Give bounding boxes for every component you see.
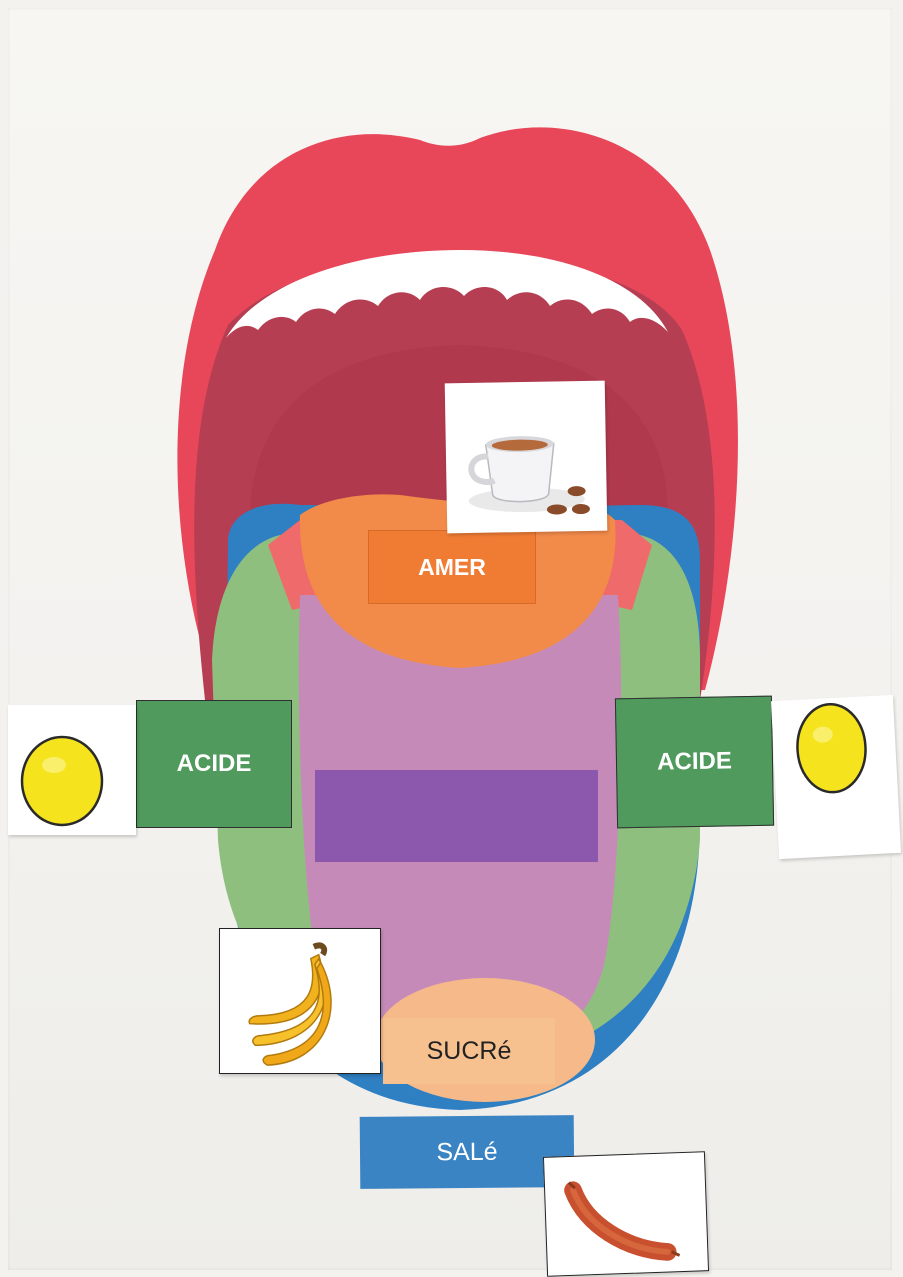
sausage-icon [544, 1152, 708, 1276]
coffee-cup-icon [445, 381, 608, 534]
sweet-label: SUCRé [383, 1018, 555, 1084]
lemon-icon [771, 695, 901, 859]
banana-icon [220, 929, 380, 1073]
lemon-card-right [771, 695, 901, 859]
coffee-card [445, 381, 608, 534]
bitter-label: AMER [368, 530, 536, 604]
salty-label: SALé [360, 1115, 575, 1189]
lemon-icon [8, 705, 136, 835]
sausage-card [543, 1151, 709, 1277]
sour-label-right: ACIDE [615, 696, 774, 829]
sour-label-left: ACIDE [136, 700, 292, 828]
banana-card [219, 928, 381, 1074]
blank-label [315, 770, 598, 862]
lemon-card-left [8, 705, 136, 835]
